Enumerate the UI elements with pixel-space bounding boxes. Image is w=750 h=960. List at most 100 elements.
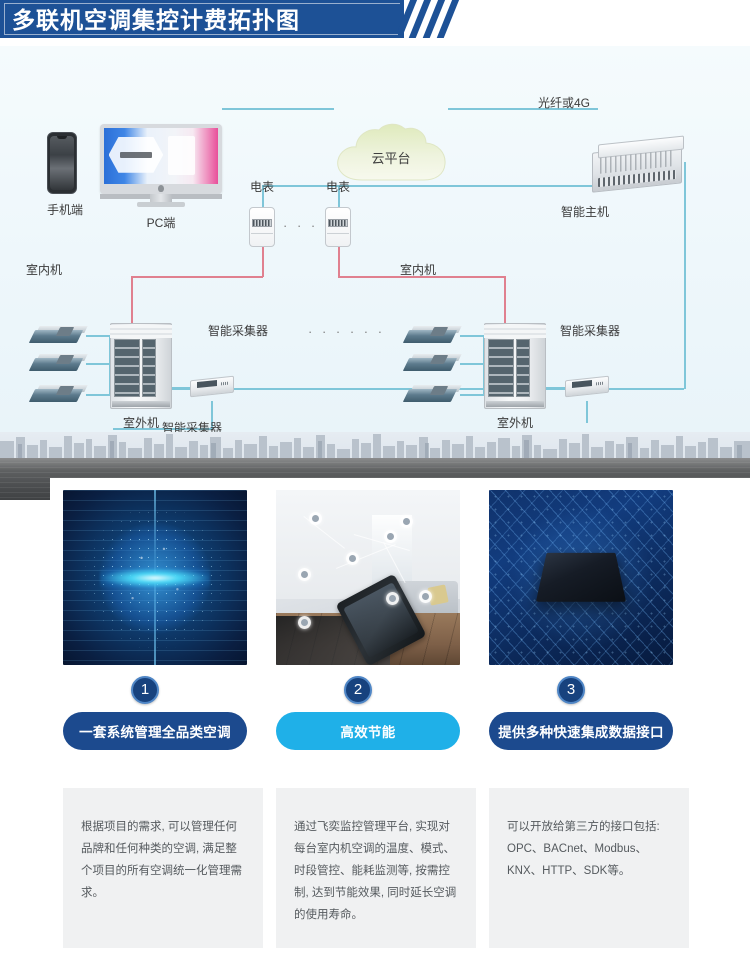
outdoor-unit-base bbox=[112, 401, 170, 407]
phone-notch bbox=[57, 136, 67, 139]
cloud-platform-node: 云平台 bbox=[332, 122, 450, 186]
mobile-phone-device bbox=[47, 132, 77, 194]
line-collector-bus bbox=[113, 388, 684, 390]
cloud-icon bbox=[337, 123, 446, 181]
smart-host-device bbox=[592, 135, 688, 196]
indoor-unit-right-3 bbox=[402, 385, 462, 405]
monitor-ui-word bbox=[119, 151, 152, 159]
outdoor-unit-label-left: 室外机 bbox=[122, 416, 159, 430]
meter-ellipsis: · · · bbox=[283, 218, 319, 233]
line-odu-to-collector-left bbox=[172, 387, 195, 389]
line-meter2-red-down bbox=[338, 247, 340, 277]
line-meter-bus bbox=[262, 185, 637, 187]
feature-description-3: 可以开放给第三方的接口包括: OPC、BACnet、Modbus、KNX、HTT… bbox=[507, 821, 660, 878]
line-meter1-drop bbox=[262, 185, 264, 207]
line-red-right-odu-drop bbox=[504, 276, 506, 323]
outdoor-unit-base bbox=[486, 401, 544, 407]
feature-pill-2[interactable]: 高效节能 bbox=[276, 712, 460, 750]
page-title: 多联机空调集控计费拓扑图 bbox=[12, 7, 300, 33]
smart-home-living-room-image bbox=[276, 490, 460, 665]
line-red-to-right-odu bbox=[338, 276, 505, 278]
header-banner-outline bbox=[4, 3, 400, 35]
meter-divider bbox=[327, 233, 349, 234]
page-header: 多联机空调集控计费拓扑图 bbox=[0, 0, 750, 46]
indoor-unit-body bbox=[402, 358, 458, 371]
iot-node-plug-icon bbox=[298, 616, 311, 629]
indoor-unit-body bbox=[402, 330, 458, 343]
smart-collector-left bbox=[190, 375, 234, 398]
pc-monitor-device bbox=[100, 124, 222, 207]
digital-sphere-network-image bbox=[63, 490, 247, 665]
monitor-base bbox=[137, 202, 185, 207]
iot-node-lamp-icon bbox=[309, 512, 322, 525]
line-idu3-right bbox=[460, 394, 484, 396]
smart-collector-right bbox=[565, 375, 609, 398]
feature-pill-3[interactable]: 提供多种快速集成数据接口 bbox=[489, 712, 673, 750]
iot-node-tv-icon bbox=[346, 552, 359, 565]
smart-collector-label-left-bottom: 智能采集器 bbox=[162, 421, 223, 432]
line-idu3-left bbox=[86, 394, 110, 396]
meter-divider bbox=[251, 233, 273, 234]
phone-screen bbox=[50, 136, 74, 190]
outdoor-unit-grill-b bbox=[142, 339, 156, 397]
indoor-unit-label-left: 室内机 bbox=[26, 263, 63, 277]
iot-node-speaker-icon bbox=[419, 590, 432, 603]
processor-chip-icon bbox=[535, 552, 627, 602]
line-collector-right-down bbox=[586, 401, 588, 423]
line-idu2-right bbox=[460, 363, 484, 365]
iot-node-sensor-icon bbox=[386, 592, 399, 605]
indoor-unit-right-1 bbox=[402, 326, 462, 346]
feature-description-box-2: 通过飞奕监控管理平台, 实现对每台室内机空调的温度、模式、时段管控、能耗监测等,… bbox=[276, 788, 476, 948]
outdoor-unit-label-right: 室外机 bbox=[496, 416, 533, 430]
indoor-unit-left-2 bbox=[28, 354, 88, 374]
cloud-platform-label: 云平台 bbox=[371, 151, 411, 166]
line-collector-left-return bbox=[113, 428, 212, 430]
indoor-unit-left-1 bbox=[28, 326, 88, 346]
meter-display bbox=[252, 219, 272, 227]
indoor-unit-body bbox=[28, 389, 84, 402]
indoor-unit-body bbox=[28, 358, 84, 371]
smart-host-label: 智能主机 bbox=[561, 205, 610, 219]
outdoor-unit-top bbox=[110, 325, 172, 338]
line-pc-to-cloud bbox=[222, 108, 334, 110]
line-cloud-to-host bbox=[448, 108, 598, 110]
line-collector-left-down bbox=[211, 401, 213, 429]
electric-meter-1 bbox=[249, 207, 275, 247]
meter-1-label: 电表 bbox=[249, 180, 274, 194]
feature-description-box-1: 根据项目的需求, 可以管理任何品牌和任何种类的空调, 满足整个项目的所有空调统一… bbox=[63, 788, 263, 948]
line-idu-bus-left bbox=[109, 335, 111, 394]
line-idu1-right bbox=[460, 335, 484, 337]
feature-description-1: 根据项目的需求, 可以管理任何品牌和任何种类的空调, 满足整个项目的所有空调统一… bbox=[81, 821, 242, 900]
line-idu1-left bbox=[86, 335, 110, 337]
monitor-screen bbox=[104, 128, 218, 184]
pc-label: PC端 bbox=[146, 216, 176, 230]
indoor-unit-right-2 bbox=[402, 354, 462, 374]
meter-body bbox=[325, 207, 351, 247]
electric-meter-2 bbox=[325, 207, 351, 247]
line-idu2-left bbox=[86, 363, 110, 365]
monitor-ui-login-card bbox=[167, 135, 196, 176]
header-stripe-decoration bbox=[398, 0, 468, 38]
topology-diagram: 手机端 PC端 bbox=[0, 46, 750, 432]
iot-node-camera-icon bbox=[400, 515, 413, 528]
outdoor-unit-grill-a bbox=[114, 339, 140, 397]
group-ellipsis: · · · · · · bbox=[308, 324, 386, 339]
line-red-left-odu-drop bbox=[131, 276, 133, 323]
feature-badge-1: 1 bbox=[131, 676, 159, 704]
meter-2-label: 电表 bbox=[325, 180, 350, 194]
fiber-4g-label: 光纤或4G bbox=[538, 96, 591, 110]
line-meter1-red-down bbox=[262, 247, 264, 277]
feature-badge-2: 2 bbox=[344, 676, 372, 704]
line-red-to-left-odu bbox=[131, 276, 263, 278]
line-idu-bus-right bbox=[483, 335, 485, 394]
line-odu-to-collector-right bbox=[546, 387, 569, 389]
outdoor-unit-top bbox=[484, 325, 546, 338]
skyline-image bbox=[0, 434, 750, 458]
smart-collector-label-right: 智能采集器 bbox=[560, 324, 621, 338]
sphere-core-glow bbox=[100, 567, 210, 588]
indoor-unit-label-right: 室内机 bbox=[400, 263, 437, 277]
mobile-label: 手机端 bbox=[47, 203, 84, 217]
circuit-board-chip-image bbox=[489, 490, 673, 665]
feature-pill-1[interactable]: 一套系统管理全品类空调 bbox=[63, 712, 247, 750]
